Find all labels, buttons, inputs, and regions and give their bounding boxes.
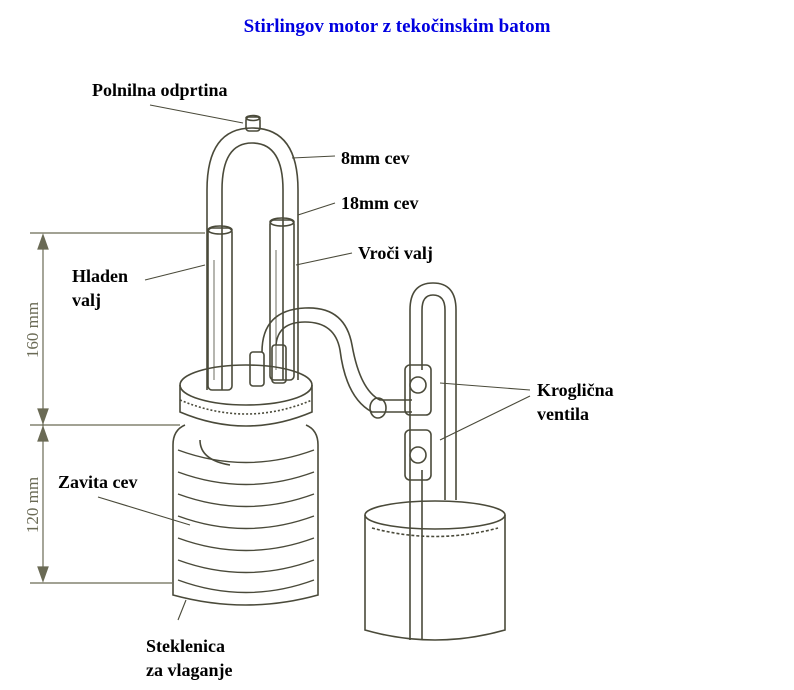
label-jar-line2: za vlaganje	[146, 660, 233, 680]
label-cold-cylinder-line2: valj	[72, 290, 101, 310]
jar-lid	[179, 344, 313, 427]
label-8mm-tube: 8mm cev	[341, 148, 410, 168]
label-coiled-tube: Zavita cev	[58, 472, 138, 492]
dimension-120mm: 120 mm	[23, 477, 42, 533]
label-hot-cylinder: Vroči valj	[358, 243, 433, 263]
dimension-lines	[30, 232, 205, 584]
label-ball-valves-line2: ventila	[537, 404, 589, 424]
jar-with-coil	[172, 424, 319, 606]
water-beaker	[364, 500, 506, 641]
diagram-title: Stirlingov motor z tekočinskim batom	[243, 16, 551, 37]
valve-u-tube	[404, 282, 457, 640]
label-leaders	[97, 104, 531, 621]
cold-cylinder	[207, 225, 233, 391]
label-ball-valves-line1: Kroglična	[537, 380, 614, 400]
label-18mm-tube: 18mm cev	[341, 193, 419, 213]
label-cold-cylinder-line1: Hladen	[72, 266, 129, 286]
label-fill-port: Polnilna odprtina	[92, 80, 228, 100]
hot-cylinder	[269, 217, 295, 381]
u-tube-8mm	[206, 114, 299, 390]
label-jar-line1: Steklenica	[146, 636, 225, 656]
dimension-160mm: 160 mm	[23, 302, 42, 358]
connecting-tube	[261, 307, 412, 419]
